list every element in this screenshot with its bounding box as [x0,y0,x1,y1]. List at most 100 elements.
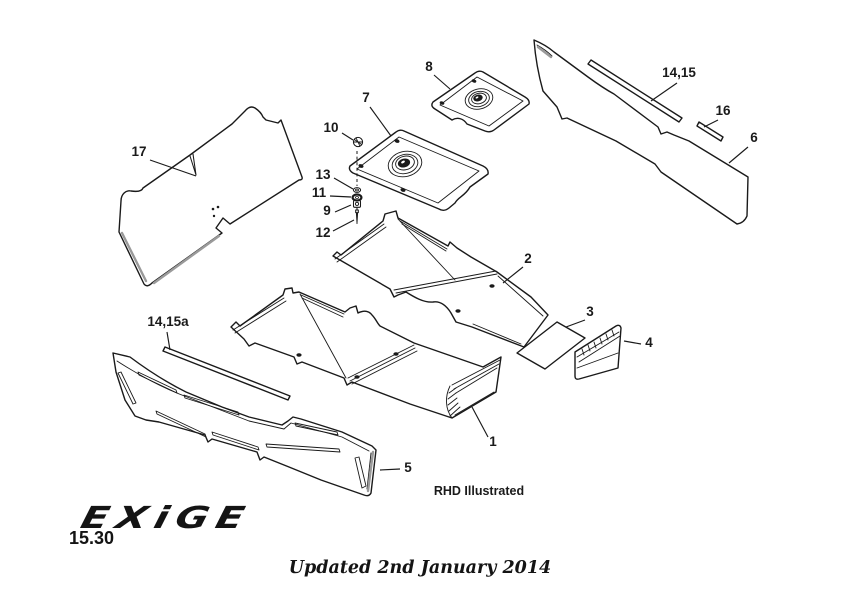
part-label-5: 5 [404,460,412,475]
leader-line-12 [332,219,355,232]
part-5-slot [265,443,341,453]
leader-line-8 [433,74,451,90]
brand-wordmark-text: EXiGE [77,501,255,536]
part-label-6: 6 [750,130,758,145]
part-12-pin [355,209,359,224]
part-2-fold-line [397,218,456,281]
floor-lh-footwell-band [347,344,418,385]
leader-line-1 [471,406,489,438]
part-label-4: 4 [645,335,653,350]
part-label-9: 9 [323,203,331,218]
floor-lh-fixing-hole [393,352,399,356]
floor-lh-fold-line [299,293,347,379]
part-6-fold-line [536,44,553,57]
part-8-fixing-hole [439,101,445,105]
floor-lh-fixing-hole [354,375,360,379]
brand-wordmark: EXiGE [77,501,255,536]
part-7-floor-mat [348,129,489,211]
part-5-slot [211,431,260,451]
part-17-slit [189,153,197,176]
part-17-mark-dot [211,207,215,211]
part-label-12: 12 [315,225,330,240]
part-17-mark-dot [212,214,216,218]
part-6-outline [533,39,749,225]
part-14-15a-finisher-strip [162,346,291,401]
part-7-fixing-hole [394,139,400,143]
part-6-shadow [536,45,553,59]
leader-line-13 [333,177,354,190]
part-11-eyelet [351,193,363,202]
part-7-fixing-hole [400,188,406,192]
part-5-slot [137,371,178,394]
part-label-2: 2 [524,251,532,266]
leader-line-7 [369,106,392,137]
part-2-toe-band [393,270,544,345]
part-8-inner-border [439,76,524,127]
part-5-shadow [366,450,375,493]
part-1-end-hatch [447,387,461,417]
part-4-outline [574,324,622,380]
part-5-slot [183,394,240,416]
part-5-slot [354,456,367,489]
part-7-roundel-logo [387,150,423,178]
part-label-3: 3 [586,304,594,319]
part-13-washer [352,187,362,193]
part-16-finisher-strip [696,121,724,142]
part-label-8: 8 [425,59,433,74]
part-17-outline [118,106,303,287]
part-4-band-lines [576,331,621,369]
leader-line-9 [334,204,352,213]
leader-line-6 [728,146,749,164]
part-17-mark-dot [216,205,220,209]
part-label-10: 10 [323,120,338,135]
part-2-edge-band [334,220,448,263]
part-8-floor-mat [431,70,530,133]
part-7-fixing-hole [358,164,364,168]
part-2-fixing-hole [455,309,461,313]
leader-line-2 [502,266,524,284]
leader-line-14,15a [166,331,171,351]
floor-carpet-lh-with-bolster [230,287,502,419]
part-1-footwell-bolster [446,359,501,419]
part-6-quarter-carpet [533,39,749,225]
floor-lh-edge-band [232,294,345,334]
part-label-1: 1 [489,434,497,449]
part-5-sill-tread-panel [112,352,377,497]
leader-line-17 [149,159,197,177]
part-17-shadow-edge [120,231,221,285]
part-4-side-bolster [574,324,622,380]
part-label-7: 7 [362,90,370,105]
part-14-15-finisher-strip [587,59,683,123]
part-label-16: 16 [715,103,731,118]
part-label-13: 13 [315,167,331,182]
part-7-inner-border [356,136,480,204]
part-9-fixing-clip [352,199,362,208]
part-8-roundel-logo [464,88,494,110]
part-1-top-band [451,359,501,394]
rhd-note: RHD Illustrated [434,484,524,498]
part-2-floor-carpet-rh [332,210,549,348]
part-5-outline [112,352,377,497]
updated-note: Updated 2nd January 2014 [289,558,551,578]
leader-line-16 [703,119,719,128]
leader-line-5 [379,468,401,471]
mat-fastener-stack [351,136,364,224]
leader-line-3 [565,319,586,328]
leader-line-14,15 [650,82,678,102]
part-label-11: 11 [312,185,327,200]
section-number: 15.30 [69,528,114,548]
part-label-17: 17 [131,144,146,159]
part-2-fixing-hole [489,284,495,288]
part-8-fixing-hole [471,79,477,83]
leader-line-10 [341,132,354,141]
part-5-slot [117,371,137,405]
part-5-slot [155,410,207,438]
part-10-grommet [352,136,364,148]
part-8-outline [431,70,530,133]
part-label-14,15a: 14,15a [147,314,189,329]
leader-line-11 [329,195,352,198]
part-4-band-hatch [581,329,615,356]
